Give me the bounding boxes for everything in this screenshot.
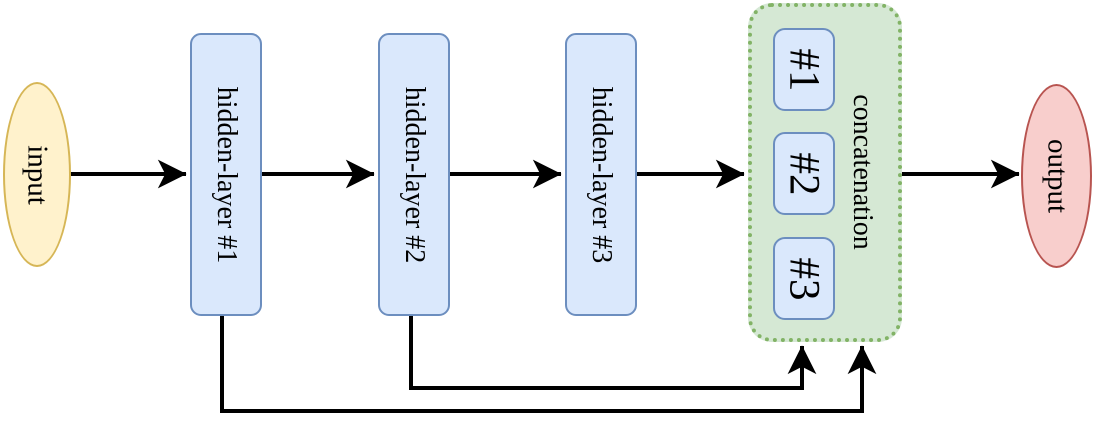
- concatenation-label: concatenation: [847, 94, 878, 250]
- concat-item-1: #1: [773, 28, 835, 111]
- output-label: output: [1041, 138, 1073, 214]
- concat-item-2-label: #2: [780, 152, 828, 195]
- node-concatenation: #1 #2 #3 concatenation: [748, 3, 902, 342]
- skip-arrow-hidden2-to-concatenation: [409, 308, 817, 390]
- node-hidden-layer-1: hidden-layer #1: [190, 33, 262, 316]
- hidden-layer-3-label: hidden-layer #3: [586, 86, 617, 263]
- node-input: input: [3, 82, 71, 267]
- hidden-layer-1-label: hidden-layer #1: [211, 86, 242, 263]
- hidden-layer-2-label: hidden-layer #2: [399, 86, 430, 263]
- concat-item-1-label: #1: [780, 48, 828, 91]
- concat-item-2: #2: [773, 132, 835, 215]
- node-hidden-layer-2: hidden-layer #2: [378, 33, 450, 316]
- concat-item-3: #3: [773, 237, 835, 320]
- node-hidden-layer-3: hidden-layer #3: [565, 33, 637, 316]
- concat-item-3-label: #3: [780, 257, 828, 300]
- skip-arrow-hidden1-to-concatenation: [220, 308, 877, 413]
- node-output: output: [1021, 84, 1092, 268]
- input-label: input: [21, 144, 54, 205]
